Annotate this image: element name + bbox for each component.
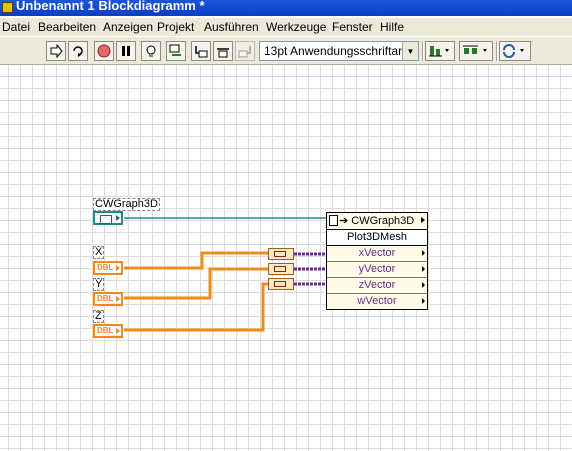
menu-fenster[interactable]: Fenster	[332, 20, 373, 34]
invoke-node-class: ➔ CWGraph3D	[339, 215, 415, 227]
param-xvector[interactable]: xVector	[327, 246, 427, 262]
align-objects-icon[interactable]	[425, 41, 455, 61]
retain-wire-values-icon[interactable]	[166, 41, 186, 61]
y-dbl-control[interactable]: DBL	[93, 292, 123, 306]
reorder-icon[interactable]	[499, 41, 531, 61]
to-variant-node[interactable]	[268, 263, 294, 275]
x-dbl-control[interactable]: DBL	[93, 261, 123, 275]
window-title: Unbenannt 1 Blockdiagramm *	[16, 0, 205, 13]
app-icon	[2, 2, 13, 13]
invoke-node-header: ➔ CWGraph3D	[327, 213, 427, 230]
chevron-down-icon[interactable]: ▼	[402, 42, 418, 60]
toolbar-separator	[496, 41, 498, 61]
step-into-icon[interactable]	[191, 41, 211, 61]
menu-werkzeuge[interactable]: Werkzeuge	[266, 20, 327, 34]
run-arrow-icon[interactable]	[46, 41, 66, 61]
z-dbl-control[interactable]: DBL	[93, 324, 123, 338]
abort-icon[interactable]	[94, 41, 114, 61]
document-icon	[329, 215, 338, 226]
menu-bar: Datei Bearbeiten Anzeigen Projekt Ausfüh…	[0, 18, 572, 36]
menu-ausfuehren[interactable]: Ausführen	[204, 20, 259, 34]
to-variant-node[interactable]	[268, 248, 294, 260]
reference-out-terminal-icon	[421, 217, 425, 223]
toolbar-separator	[422, 41, 424, 61]
step-out-icon[interactable]	[235, 41, 255, 61]
y-dbl-wire	[124, 267, 268, 300]
title-bar: Unbenannt 1 Blockdiagramm *	[0, 0, 572, 16]
font-select-value: 13pt Anwendungsschriftart	[264, 44, 406, 58]
menu-projekt[interactable]: Projekt	[157, 20, 195, 34]
pause-icon[interactable]	[116, 41, 136, 61]
toolbar: 13pt Anwendungsschriftart ▼	[0, 37, 572, 65]
param-wvector[interactable]: wVector	[327, 294, 427, 309]
highlight-execution-icon[interactable]	[141, 41, 161, 61]
x-dbl-wire	[124, 251, 268, 270]
x-label[interactable]: X	[93, 246, 105, 259]
font-select[interactable]: 13pt Anwendungsschriftart ▼	[259, 41, 419, 61]
ref-label[interactable]: CWGraph3D	[93, 198, 160, 211]
menu-hilfe[interactable]: Hilfe	[380, 20, 405, 34]
menu-anzeigen[interactable]: Anzeigen	[103, 20, 154, 34]
to-variant-node[interactable]	[268, 278, 294, 290]
y-label[interactable]: Y	[93, 278, 105, 291]
step-over-icon[interactable]	[213, 41, 233, 61]
run-continuously-icon[interactable]	[68, 41, 88, 61]
menu-datei[interactable]: Datei	[2, 20, 31, 34]
param-zvector[interactable]: zVector	[327, 278, 427, 294]
z-dbl-wire	[124, 282, 268, 332]
invoke-node-method[interactable]: Plot3DMesh	[327, 230, 427, 246]
invoke-node[interactable]: ➔ CWGraph3D Plot3DMesh xVector yVector z…	[326, 212, 428, 310]
distribute-objects-icon[interactable]	[459, 41, 493, 61]
z-label[interactable]: Z	[93, 310, 104, 323]
param-yvector[interactable]: yVector	[327, 262, 427, 278]
menu-bearbeiten[interactable]: Bearbeiten	[38, 20, 97, 34]
cwgraph3d-ref-terminal[interactable]	[93, 211, 123, 225]
